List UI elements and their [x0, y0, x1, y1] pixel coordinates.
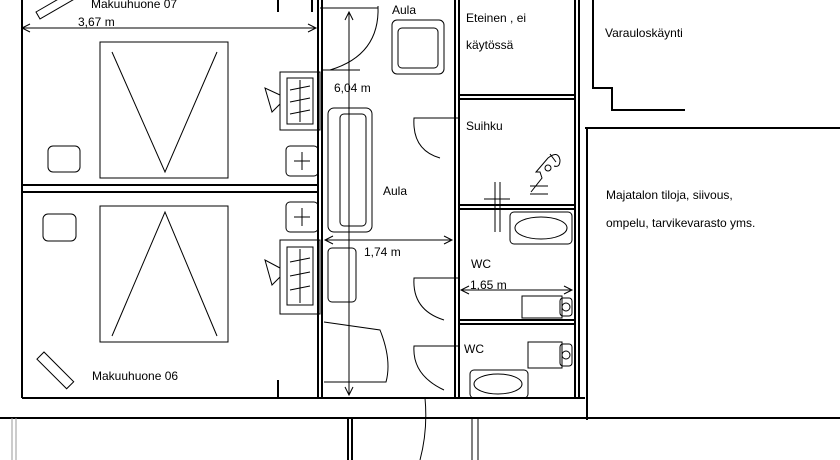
bedroom-width-dimension — [20, 23, 318, 33]
room-labels: Makuuhuone 07 Makuuhuone 06 Aula Aula Et… — [91, 0, 755, 383]
hall-top-label: Aula — [392, 3, 416, 17]
entry-label-line2: käytössä — [466, 38, 514, 52]
storage-label-line1: Majatalon tiloja, siivous, — [606, 188, 733, 202]
wc-1-label: WC — [471, 257, 491, 271]
shower-label: Suihku — [466, 119, 503, 133]
bedroom-07-label: Makuuhuone 07 — [91, 0, 177, 11]
hall-width-label: 1,74 m — [364, 245, 401, 259]
bedroom-width-label: 3,67 m — [78, 15, 115, 29]
hall-furniture — [323, 10, 454, 397]
entry-label: Eteinen , ei — [466, 11, 526, 25]
storage-label-line2: ompelu, tarvikevarasto yms. — [606, 216, 755, 230]
bedroom-06-label: Makuuhuone 06 — [92, 369, 178, 383]
emergency-exit-label: Varauloskäynti — [605, 26, 683, 40]
wc-2-label: WC — [464, 342, 484, 356]
wc-width-label: 1,65 m — [470, 278, 507, 292]
hall-length-label: 6,04 m — [334, 81, 371, 95]
wc-fixtures — [459, 211, 574, 399]
shower-fixtures — [484, 153, 561, 232]
hall-mid-label: Aula — [383, 184, 407, 198]
bedroom-06-furniture — [36, 201, 321, 390]
doors — [320, 5, 459, 460]
dimension-labels: 3,67 m 6,04 m 1,74 m 1,65 m — [78, 15, 507, 292]
bedroom-07-furniture — [35, 0, 321, 179]
